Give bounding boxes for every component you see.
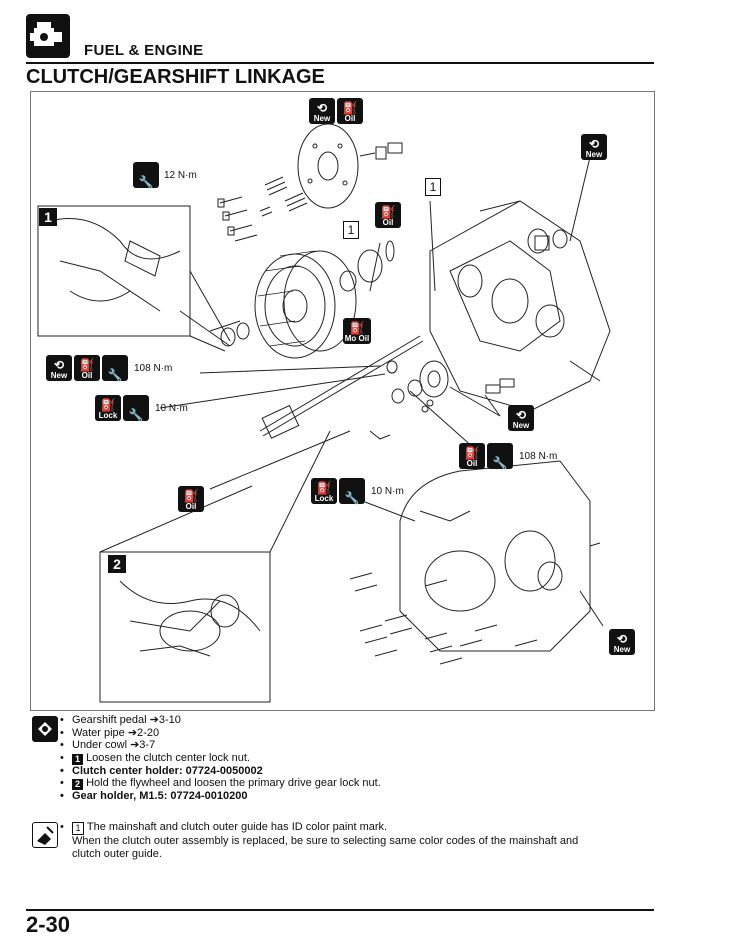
badge-oil-shaft: ⛽Oil — [178, 486, 204, 512]
installation-note-icon — [32, 822, 58, 848]
engine-section-icon — [26, 14, 70, 58]
lock-icon: ⛽Lock — [311, 478, 337, 504]
note-step-2: 2 Hold the flywheel and loosen the prima… — [60, 777, 381, 791]
removal-notes: Gearshift pedal ➔3-10 Water pipe ➔2-20 U… — [60, 714, 381, 803]
oil-icon: ⛽Oil — [337, 98, 363, 124]
torque-value: 108 N·m — [134, 362, 173, 374]
new-part-icon: ⟲New — [309, 98, 335, 124]
inset-1-label: 1 — [39, 208, 57, 227]
badge-mo-oil: ⛽Mo Oil — [343, 318, 371, 344]
callout-1-collar: 1 — [343, 221, 359, 239]
lock-icon: ⛽Lock — [95, 395, 121, 421]
torque-10-lock: ⛽Lock 🔧 10 N·m — [95, 395, 188, 421]
torque-value: 10 N·m — [371, 485, 404, 497]
assembly-note: • 1 The mainshaft and clutch outer guide… — [60, 821, 660, 860]
oil-icon: ⛽Oil — [178, 486, 204, 512]
wrench-icon: 🔧 — [102, 355, 128, 381]
oil-icon: ⛽Oil — [74, 355, 100, 381]
note-step-1: 1 Loosen the clutch center lock nut. — [60, 752, 381, 765]
footer-rule — [26, 909, 654, 911]
torque-10-cover: ⛽Lock 🔧 10 N·m — [311, 478, 404, 504]
removal-icon — [32, 716, 58, 742]
wrench-icon: 🔧 — [133, 162, 159, 188]
torque-value: 108 N·m — [519, 450, 558, 462]
badge-group-seal: ⟲New — [581, 134, 607, 160]
callout-1-crankcase: 1 — [425, 178, 441, 196]
torque-value: 12 N·m — [164, 169, 197, 181]
inset-2-label: 2 — [108, 555, 126, 574]
note-item: Water pipe ➔2-20 — [60, 727, 381, 740]
exploded-view-drawing — [37, 123, 611, 703]
torque-108-nut: ⟲New ⛽Oil 🔧 108 N·m — [46, 355, 172, 381]
new-part-icon: ⟲New — [609, 629, 635, 655]
section-label: FUEL & ENGINE — [84, 42, 204, 59]
note-line-3: clutch outer guide. — [72, 847, 162, 860]
badge-new-dowel: ⟲New — [508, 405, 534, 431]
header-rule — [26, 62, 654, 64]
note-line-1: • 1 The mainshaft and clutch outer guide… — [60, 821, 388, 835]
page-title: CLUTCH/GEARSHIFT LINKAGE — [26, 66, 325, 88]
new-part-icon: ⟲New — [508, 405, 534, 431]
page-number: 2-30 — [26, 912, 71, 937]
badge-new-cover-gasket: ⟲New — [609, 629, 635, 655]
torque-108-gear: ⛽Oil 🔧 108 N·m — [459, 443, 557, 469]
new-part-icon: ⟲New — [46, 355, 72, 381]
wrench-icon: 🔧 — [123, 395, 149, 421]
new-part-icon: ⟲New — [581, 134, 607, 160]
wrench-icon: 🔧 — [339, 478, 365, 504]
badge-oil-bearing: ⛽Oil — [375, 202, 401, 228]
tool-2: Gear holder, M1.5: 07724-0010200 — [60, 790, 381, 803]
note-item: Gearshift pedal ➔3-10 — [60, 714, 381, 727]
note-item: Under cowl ➔3-7 — [60, 739, 381, 752]
oil-icon: ⛽Oil — [459, 443, 485, 469]
oil-icon: ⛽Oil — [375, 202, 401, 228]
mo-oil-icon: ⛽Mo Oil — [343, 318, 371, 344]
wrench-icon: 🔧 — [487, 443, 513, 469]
exploded-diagram — [30, 91, 655, 711]
badge-group-cover: ⟲New ⛽Oil — [309, 98, 363, 124]
tool-1: Clutch center holder: 07724-0050002 — [60, 765, 381, 778]
torque-12: 🔧 12 N·m — [133, 162, 197, 188]
note-line-2: When the clutch outer assembly is replac… — [72, 835, 579, 847]
torque-value: 10 N·m — [155, 402, 188, 414]
